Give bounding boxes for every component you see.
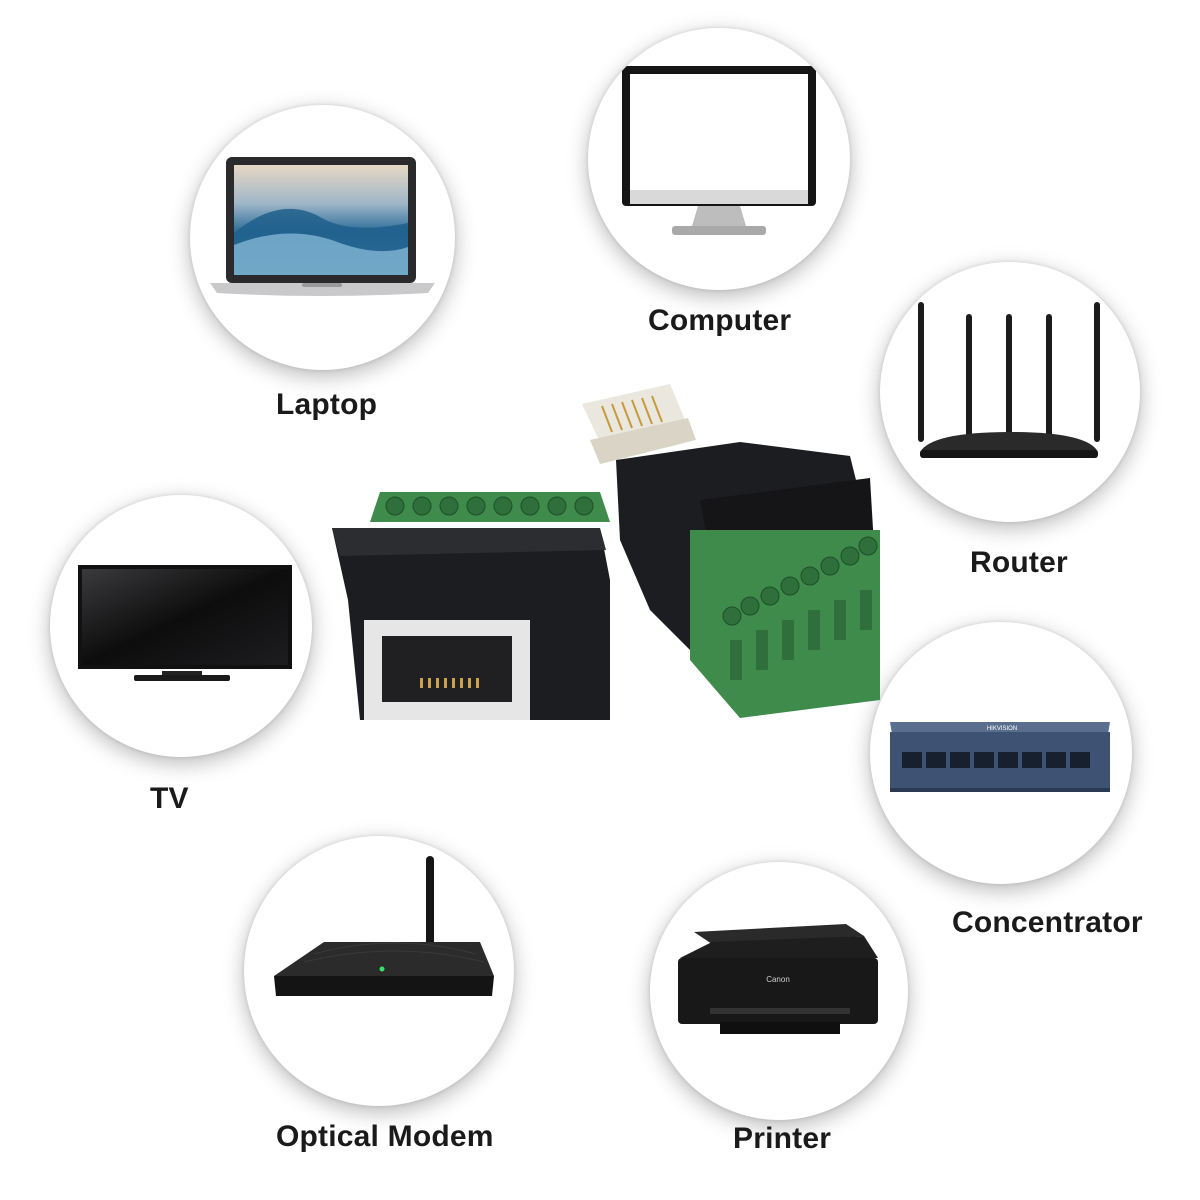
- rj45-adapter-icon: [332, 384, 880, 720]
- label-laptop: Laptop: [276, 388, 378, 421]
- computer-disc: [588, 28, 850, 290]
- router-icon: [918, 302, 1100, 458]
- concentrator-disc: HIKVISION: [870, 622, 1132, 884]
- label-tv: TV: [150, 782, 189, 815]
- svg-text:Canon: Canon: [766, 975, 790, 984]
- rj45-male-adapter: [582, 384, 880, 718]
- laptop-disc: [190, 105, 455, 370]
- label-printer: Printer: [733, 1122, 832, 1155]
- printer-disc: Canon: [650, 862, 908, 1120]
- optical-modem-disc: [244, 836, 514, 1106]
- monitor-icon: [622, 66, 816, 235]
- printer-icon: Canon: [678, 924, 878, 1034]
- svg-text:HIKVISION: HIKVISION: [987, 726, 1017, 732]
- rj45-female-adapter: [332, 492, 610, 720]
- label-router: Router: [970, 546, 1068, 579]
- label-optical-modem: Optical Modem: [276, 1120, 494, 1153]
- tv-icon: [78, 565, 292, 681]
- modem-icon: [274, 856, 494, 996]
- label-computer: Computer: [648, 304, 792, 337]
- label-concentrator: Concentrator: [952, 906, 1143, 939]
- network-switch-icon: HIKVISION: [890, 722, 1110, 792]
- tv-disc: [50, 495, 312, 757]
- laptop-icon: [210, 157, 435, 296]
- router-disc: [880, 262, 1140, 522]
